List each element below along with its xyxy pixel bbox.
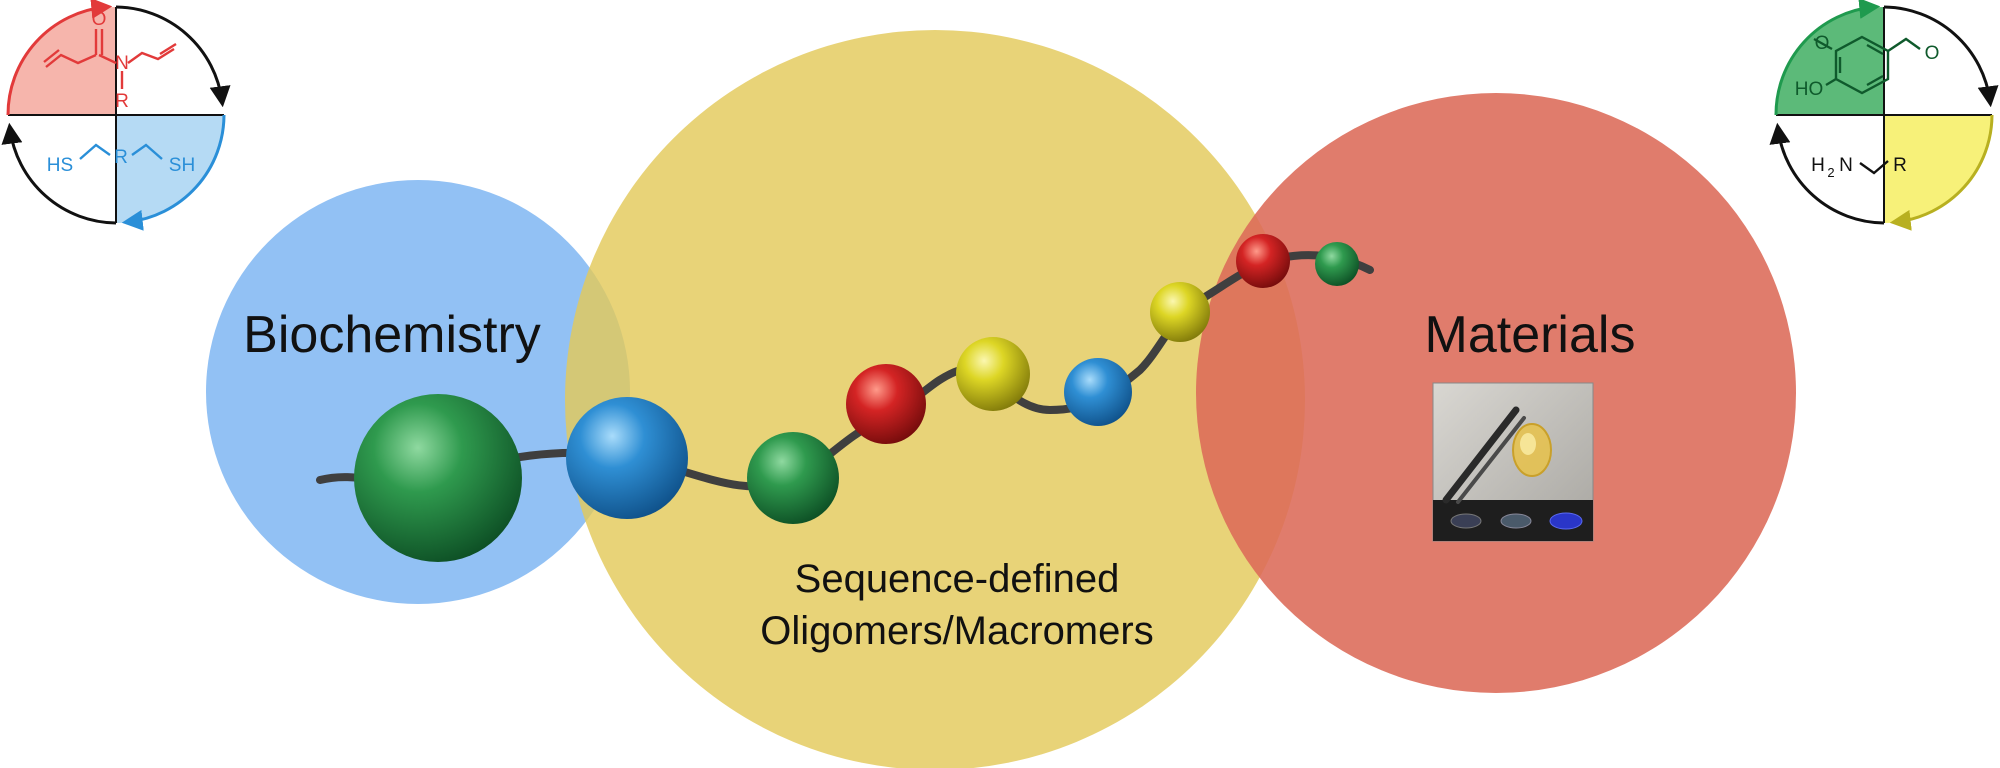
right-cycle-arc-green — [1774, 0, 1881, 116]
left-cycle-arc-red — [6, 0, 113, 116]
bead-green-small — [1315, 242, 1359, 286]
venn-circles — [206, 30, 1796, 768]
left-cycle-sh-label: SH — [169, 155, 195, 176]
bead-blue-large — [566, 397, 688, 519]
bead-yellow-medium — [956, 337, 1030, 411]
right-cycle-h-label: H — [1811, 155, 1825, 176]
materials-label: Materials — [1425, 306, 1636, 364]
right-cycle-arc-bottom-left — [1769, 122, 1885, 225]
right-cycle-subscript-label: 2 — [1827, 165, 1834, 180]
oligomers-label-line2: Oligomers/Macromers — [760, 609, 1153, 653]
right-cycle-arc-top-right — [1883, 5, 1999, 108]
right-cycle-yellow-quadrant — [1884, 115, 1992, 223]
left-cycle-arc-bottom-left — [1, 122, 117, 225]
left-reaction-cycle: O N R HS R SH — [1, 0, 231, 231]
right-cycle-ho-label: HO — [1795, 79, 1824, 100]
polymer-chain — [316, 251, 1374, 491]
materials-photo — [1432, 382, 1594, 542]
right-cycle-h-text: H — [1811, 155, 1825, 176]
bead-red-small — [1236, 234, 1290, 288]
right-cycle-green-quadrant — [1776, 7, 1884, 115]
oligomers-label-line1: Sequence-defined — [795, 557, 1120, 601]
bead-green-medium — [747, 432, 839, 524]
left-cycle-blue-quadrant — [116, 115, 224, 223]
right-cycle-methoxy-o-label: O — [1815, 33, 1830, 54]
biochemistry-label: Biochemistry — [243, 306, 541, 364]
bead-green-large — [354, 394, 522, 562]
beads — [354, 234, 1359, 562]
left-cycle-r-top-label: R — [115, 91, 129, 112]
right-cycle-aldehyde-o-label: O — [1925, 43, 1940, 64]
left-cycle-hs-label: HS — [47, 155, 73, 176]
oligomer-circle — [565, 30, 1305, 768]
right-cycle-n-label: N — [1839, 155, 1853, 176]
right-reaction-cycle: O HO O H 2 N R — [1769, 0, 1999, 231]
left-cycle-o-label: O — [92, 9, 107, 30]
left-cycle-n-label: N — [115, 53, 129, 74]
right-cycle-r-label: R — [1893, 155, 1907, 176]
left-cycle-arc-top-right — [115, 5, 231, 108]
bead-red-medium — [846, 364, 926, 444]
left-cycle-red-quadrant — [8, 7, 116, 115]
right-cycle-arc-yellow — [1889, 114, 1994, 231]
bead-yellow-small — [1150, 282, 1210, 342]
bead-blue-small — [1064, 358, 1132, 426]
left-cycle-r-bottom-label: R — [114, 147, 128, 168]
left-cycle-arc-blue — [121, 114, 226, 231]
biochemistry-circle — [206, 180, 630, 604]
